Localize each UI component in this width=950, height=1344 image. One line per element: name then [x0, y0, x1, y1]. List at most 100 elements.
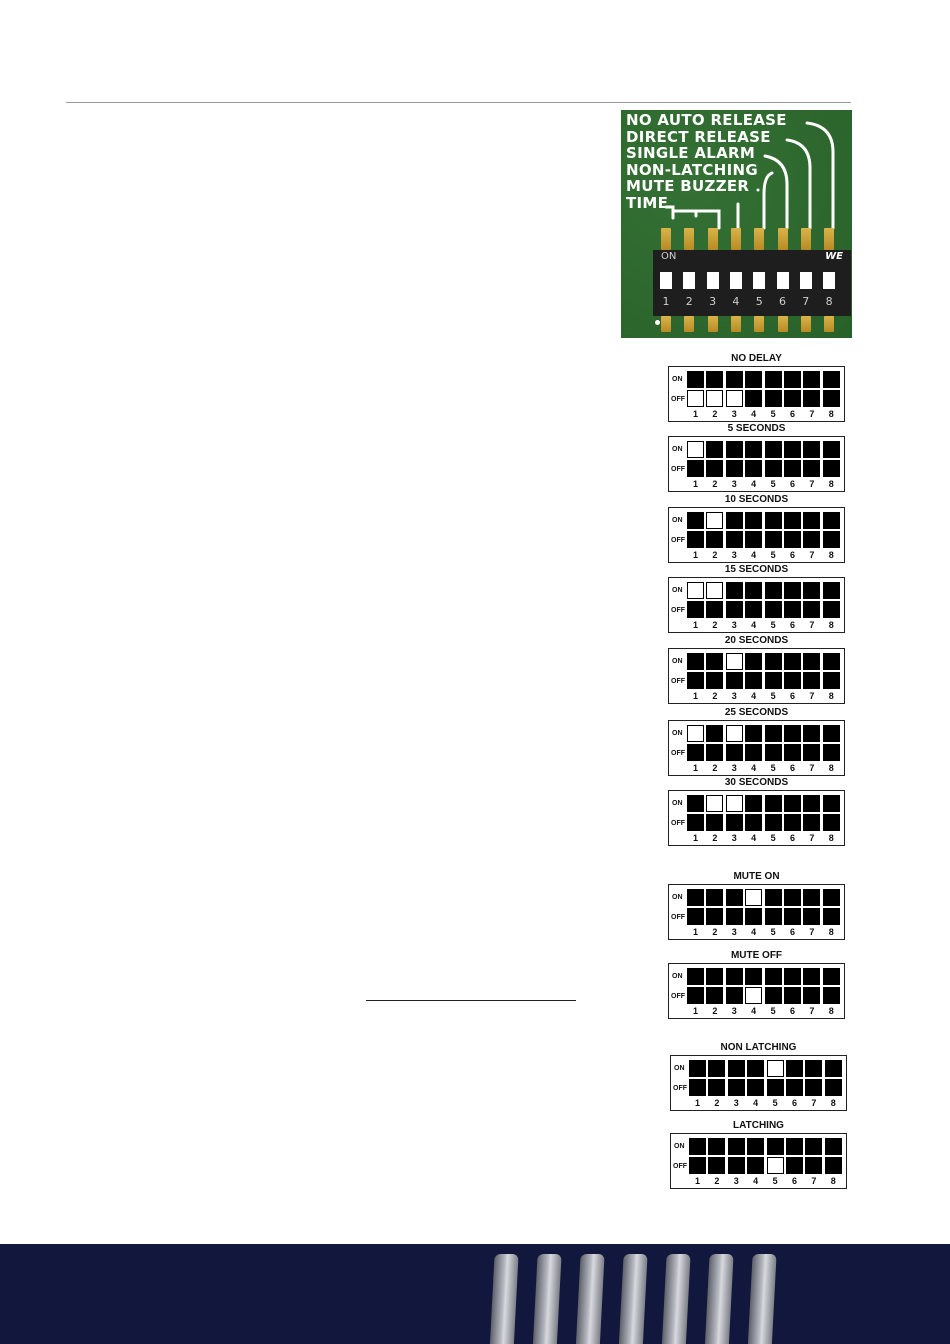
switch-cell-on: [745, 441, 763, 458]
switch-cell-on: [706, 512, 724, 529]
switch-cell-off: [725, 672, 743, 689]
switch-cell-off: [687, 390, 704, 407]
column-number: 8: [830, 1098, 836, 1108]
switch-cell-off: [706, 814, 724, 831]
solder-pin: [707, 316, 718, 332]
switch-cell-on: [687, 371, 704, 388]
column-number: 5: [770, 927, 776, 937]
column-number: 5: [770, 691, 776, 701]
switch-cell-on: [803, 795, 821, 812]
switch-cell-on: [803, 441, 821, 458]
column-number: 8: [828, 1006, 834, 1016]
switch-cell-on: [706, 582, 724, 599]
dip-switch-slot: [660, 272, 672, 289]
column-number: 1: [692, 927, 698, 937]
switch-cell-off: [745, 531, 763, 548]
solder-pin: [800, 316, 811, 332]
switch-cell-on: [687, 725, 704, 742]
switch-cell-off: [784, 460, 801, 477]
switch-cell-on: [764, 582, 782, 599]
switch-cell-on: [764, 889, 782, 906]
switch-cell-on: [824, 1138, 842, 1155]
column-number: 2: [714, 1098, 720, 1108]
switch-cell-off: [706, 672, 724, 689]
switch-cell-on: [803, 582, 821, 599]
pcb-label: NO AUTO RELEASE: [626, 111, 787, 129]
switch-cell-off: [725, 531, 743, 548]
column-number: 5: [772, 1176, 778, 1186]
switch-cell-off: [822, 531, 840, 548]
solder-pin: [730, 228, 741, 250]
switch-cell-off: [822, 987, 840, 1004]
solder-pin: [684, 228, 695, 250]
switch-cell-on: [706, 795, 724, 812]
column-number: 7: [809, 833, 815, 843]
switch-cell-off: [784, 744, 801, 761]
switch-cell-on: [687, 968, 704, 985]
footer-decorative-bar: [575, 1254, 605, 1344]
footer-decorative-bar: [532, 1254, 562, 1344]
dip-switch-slot: [706, 272, 719, 289]
signature-line: [366, 1000, 576, 1001]
solder-pin: [661, 316, 671, 332]
column-number: 5: [770, 833, 776, 843]
diagram-title: NO DELAY: [731, 353, 782, 364]
column-number: 4: [753, 1098, 759, 1108]
row-label-off: OFF: [671, 993, 685, 1000]
switch-cell-off: [786, 1079, 803, 1096]
switch-cell-on: [784, 968, 801, 985]
switch-cell-on: [784, 653, 801, 670]
switch-cell-off: [824, 1157, 842, 1174]
switch-cell-off: [687, 672, 704, 689]
switch-cell-off: [766, 1079, 784, 1096]
switch-cell-on: [725, 371, 743, 388]
switch-cell-on: [745, 968, 763, 985]
row-label-off: OFF: [671, 607, 685, 614]
switch-cell-off: [706, 744, 724, 761]
switch-cell-on: [764, 441, 782, 458]
switch-cell-on: [727, 1138, 745, 1155]
switch-cell-off: [687, 908, 704, 925]
switch-cell-off: [805, 1157, 823, 1174]
dip-switch-slot: [753, 272, 766, 289]
switch-cell-off: [764, 744, 782, 761]
column-number: 2: [712, 927, 718, 937]
dip-switch-number: 3: [709, 295, 717, 308]
switch-cell-off: [745, 814, 763, 831]
switch-cell-off: [822, 460, 840, 477]
dip-switch-number: 6: [779, 295, 786, 308]
switch-cell-on: [784, 582, 801, 599]
row-label-on: ON: [672, 587, 683, 594]
switch-cell-on: [803, 725, 821, 742]
switch-cell-on: [706, 968, 724, 985]
switch-cell-on: [725, 582, 743, 599]
column-number: 2: [712, 1006, 718, 1016]
switch-cell-on: [687, 441, 704, 458]
switch-cell-off: [725, 390, 743, 407]
footer-decorative-bar: [747, 1254, 777, 1344]
switch-cell-off: [764, 531, 782, 548]
dip-switch-number: 1: [662, 295, 670, 308]
switch-cell-on: [745, 653, 763, 670]
footer-decorative-bar: [661, 1254, 691, 1344]
column-number: 4: [751, 620, 757, 630]
solder-pin: [777, 316, 788, 332]
switch-cell-off: [803, 744, 821, 761]
switch-cell-off: [725, 987, 743, 1004]
switch-cell-off: [784, 672, 801, 689]
column-number: 6: [791, 1176, 797, 1186]
pin1-marker-dot: [655, 320, 660, 325]
switch-cell-on: [725, 725, 743, 742]
switch-cell-off: [706, 531, 724, 548]
switch-cell-off: [803, 390, 821, 407]
switch-cell-on: [689, 1138, 706, 1155]
pcb-label: SINGLE ALARM: [626, 144, 756, 163]
column-number: 3: [731, 927, 737, 937]
diagram-title: MUTE OFF: [730, 950, 783, 961]
solder-pin: [800, 228, 811, 250]
